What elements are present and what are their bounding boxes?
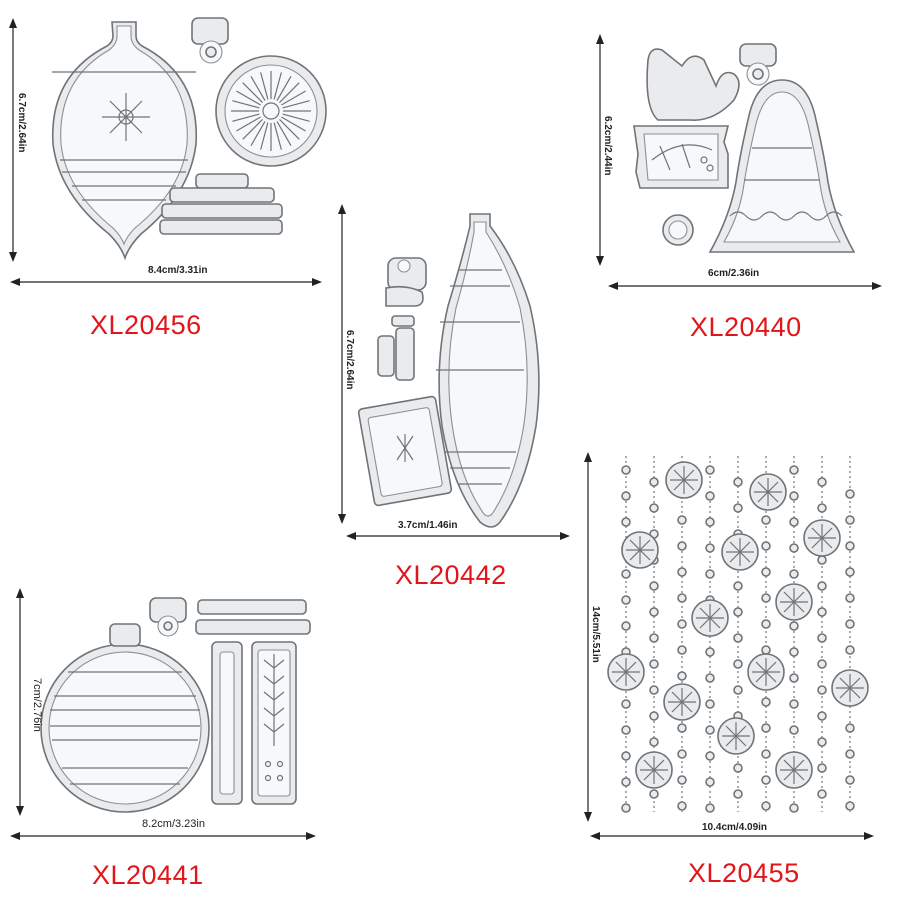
xl20441-width-label: 8.2cm/3.23in <box>142 818 205 830</box>
xl20441-height-label: 7cm/2.76in <box>31 678 43 732</box>
xl20455-die-illustration <box>584 452 874 840</box>
product-xl20441: 7cm/2.76in 8.2cm/3.23in XL20441 <box>0 580 340 900</box>
xl20455-code: XL20455 <box>688 858 800 888</box>
xl20455-width-label: 10.4cm/4.09in <box>702 822 768 833</box>
xl20442-height-label: 6.7cm/2.64in <box>344 330 355 390</box>
xl20442-code: XL20442 <box>395 560 507 590</box>
xl20456-code: XL20456 <box>90 310 202 340</box>
xl20441-die-illustration <box>10 588 316 840</box>
product-xl20440: 6.2cm/2.44in 6cm/2.36in XL20440 <box>590 0 900 360</box>
xl20442-width-label: 3.7cm/1.46in <box>398 520 458 531</box>
xl20456-die-illustration <box>9 17 327 286</box>
xl20440-width-label: 6cm/2.36in <box>708 268 760 279</box>
xl20441-code: XL20441 <box>92 860 204 890</box>
xl20440-height-label: 6.2cm/2.44in <box>602 116 613 176</box>
xl20456-width-label: 8.4cm/3.31in <box>148 265 208 276</box>
product-xl20456: 6.7cm/2.64in 8.4cm/3.31in XL20456 <box>0 0 340 345</box>
product-xl20442: 6.7cm/2.64in 3.7cm/1.46in XL20442 <box>330 200 580 600</box>
xl20455-height-label: 14cm/5.51in <box>590 606 601 663</box>
xl20442-die-illustration <box>338 204 570 540</box>
xl20440-code: XL20440 <box>690 312 802 342</box>
product-xl20455: 14cm/5.51in 10.4cm/4.09in XL20455 <box>580 440 900 900</box>
xl20440-die-illustration <box>596 34 882 290</box>
xl20456-height-label: 6.7cm/2.64in <box>16 93 27 153</box>
